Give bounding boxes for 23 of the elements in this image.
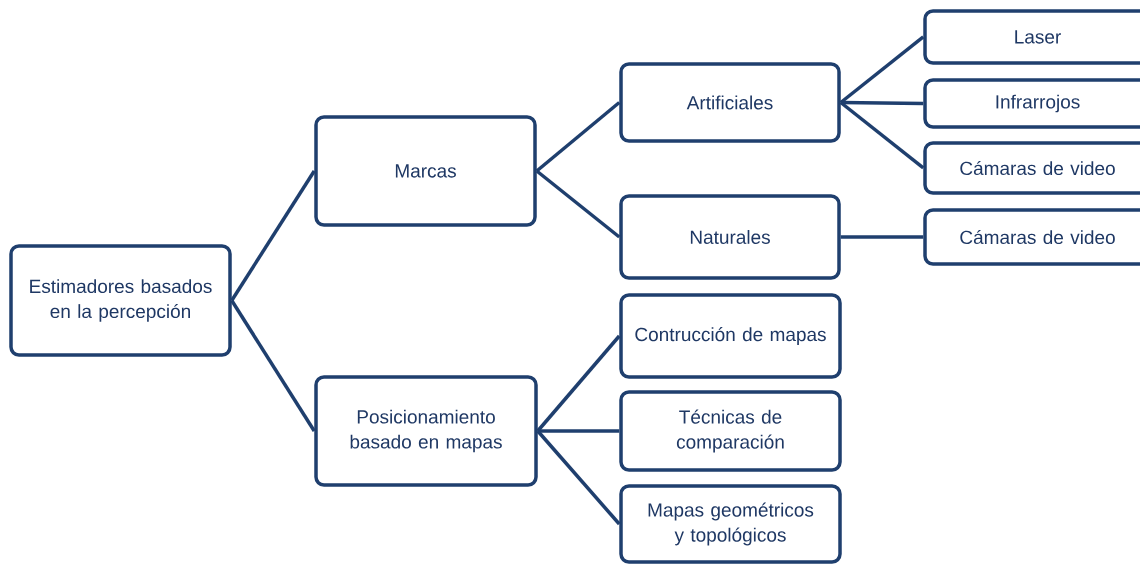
process-box: Técnicas de comparación (619, 390, 842, 472)
process-box: Artificiales (619, 62, 841, 143)
process-box: Posicionamiento basado en mapas (314, 375, 538, 487)
process-box: Cámaras de video (923, 208, 1140, 266)
connector-line (840, 100, 924, 106)
process-box: Mapas geométricos y topológicos (619, 484, 842, 564)
connector-line (230, 170, 316, 302)
process-box: Infrarrojos (923, 78, 1140, 129)
connector-line (536, 334, 621, 433)
connector-line (536, 429, 621, 526)
process-box: Estimadores basados en la percepción (9, 244, 232, 357)
connector-line (230, 299, 316, 432)
connector-line (537, 429, 620, 433)
process-box: Contrucción de mapas (619, 293, 842, 379)
connector-line (840, 235, 924, 239)
connector-line (839, 35, 925, 104)
connector-line (839, 101, 925, 170)
connector-line (535, 169, 621, 239)
process-box: Marcas (314, 115, 537, 227)
connector-line (535, 101, 621, 173)
process-box: Laser (923, 9, 1140, 65)
process-box: Cámaras de video (923, 141, 1140, 195)
process-box: Naturales (619, 194, 841, 280)
